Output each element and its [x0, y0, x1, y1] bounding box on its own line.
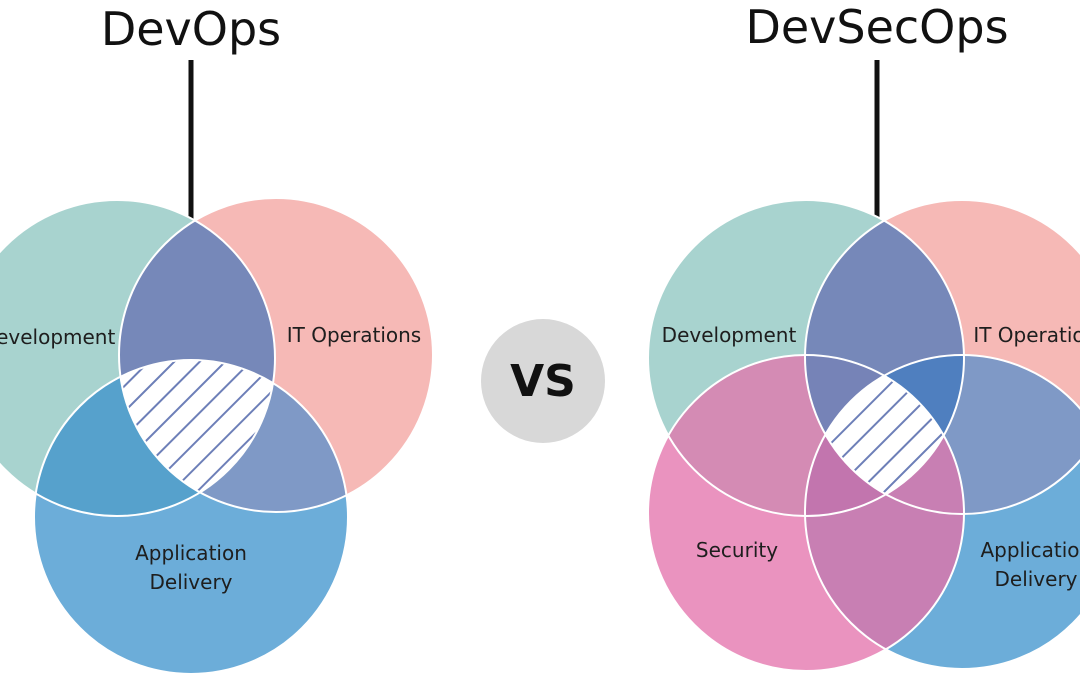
devops-application-label-line1: Application [135, 541, 247, 565]
ops-app-overlap [119, 360, 348, 512]
vs-circle [481, 319, 605, 443]
devops-application-label-line2: Delivery [149, 570, 232, 594]
devops-it-operations-label: IT Operations [287, 323, 421, 347]
devsecops-development-label: Development [662, 323, 797, 347]
devsecops-title: DevSecOps [745, 0, 1008, 54]
devops-diagram: DevOps Development [0, 2, 434, 675]
devsecops-it-operations-label: IT Operatio [973, 323, 1080, 347]
devsecops-application-label-line2: Delivery [994, 567, 1077, 591]
vs-badge: VS [481, 319, 605, 443]
vs-label: VS [510, 356, 576, 407]
devops-title: DevOps [101, 2, 281, 56]
devops-venn: Development IT Operations Application De… [0, 197, 434, 675]
devsecops-application-label-line1: Applicatio [980, 538, 1079, 562]
devsecops-venn: Development IT Operatio Security Applica… [647, 199, 1080, 672]
devops-development-label: Development [0, 325, 115, 349]
devsecops-diagram: DevSecOps [647, 0, 1080, 672]
devsecops-security-label: Security [696, 538, 778, 562]
